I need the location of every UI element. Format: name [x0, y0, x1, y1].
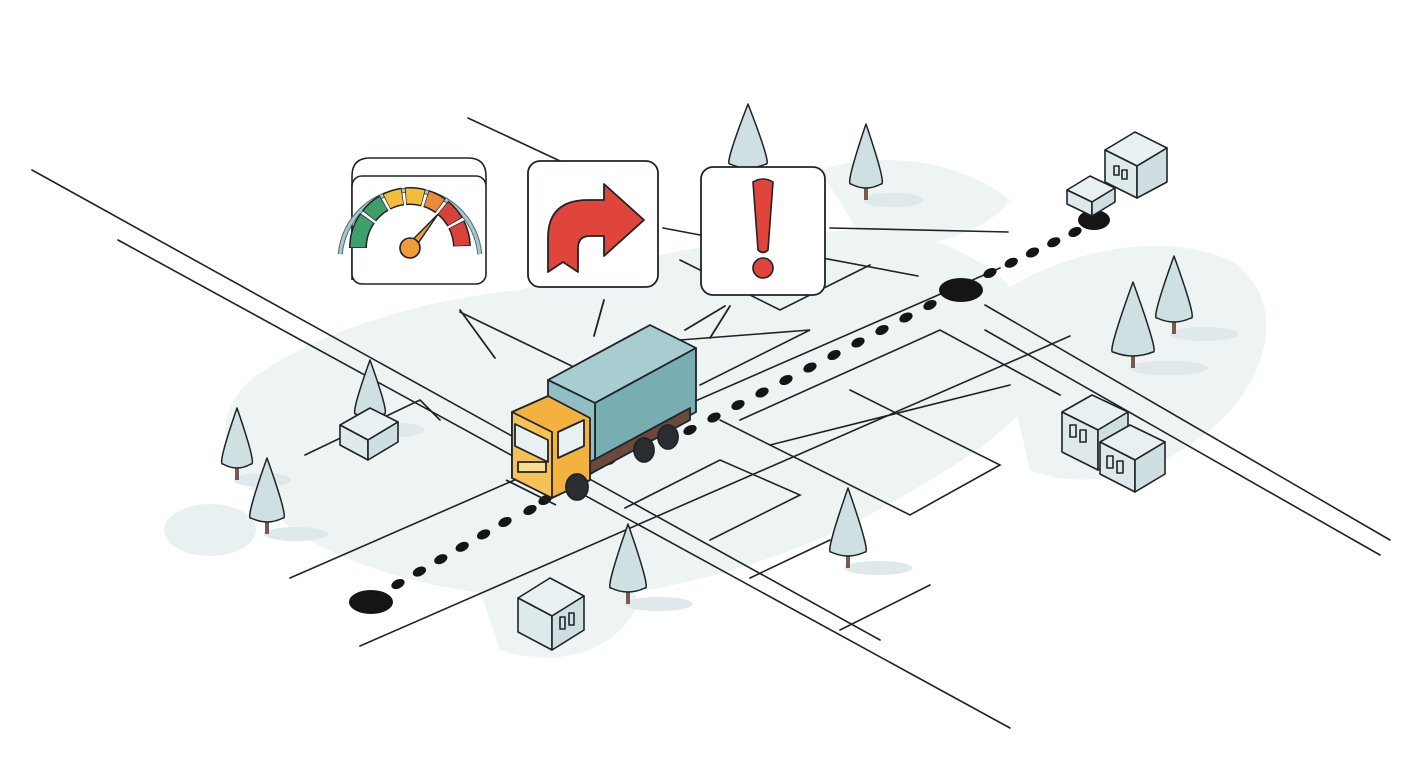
- block-outline-b: [679, 329, 811, 386]
- tree: [1111, 281, 1208, 375]
- route-dot: [755, 387, 769, 398]
- route-dot: [391, 578, 405, 590]
- truck-wheel-rear-1: [633, 437, 655, 463]
- side-road-3: [829, 227, 1009, 233]
- block-outline-e: [719, 389, 1002, 516]
- speed-pointer-line: [459, 311, 581, 371]
- right-road-edge-lower: [984, 329, 1381, 556]
- route-dot: [779, 374, 793, 386]
- delivery-truck-icon: [505, 324, 697, 506]
- block-outline-c: [739, 329, 1061, 421]
- gauge-hub: [399, 237, 421, 259]
- route-dot: [803, 362, 817, 373]
- route-dot: [707, 412, 721, 423]
- building-left: [339, 407, 399, 461]
- tree: [1155, 255, 1239, 341]
- buildings: [339, 131, 1168, 651]
- block-outline-h: [839, 584, 931, 631]
- block-outline-d: [769, 384, 1011, 446]
- route-dot: [412, 566, 427, 577]
- route-dot: [827, 349, 841, 361]
- truck-windshield: [514, 423, 549, 463]
- route-dot: [983, 267, 997, 279]
- route-dot: [1004, 257, 1018, 268]
- right-road-edge-upper: [984, 304, 1391, 541]
- alert-callout-line-2: [684, 305, 726, 331]
- route-dot: [923, 299, 937, 311]
- main-road-edge-upper: [31, 169, 881, 641]
- alert-callout-line-1: [709, 305, 731, 339]
- route-dot: [434, 554, 448, 565]
- speedometer-icon: [337, 187, 483, 259]
- ground-area-right: [990, 245, 1267, 480]
- truck-wheel-rear-2: [657, 424, 679, 450]
- alert-panel: [700, 166, 826, 296]
- route-dot: [523, 504, 537, 516]
- building-bottom: [517, 577, 585, 651]
- building-right-cluster: [1061, 394, 1166, 493]
- building-top-right-large: [1104, 131, 1168, 199]
- route-dot: [455, 541, 469, 552]
- ground-patch-left: [164, 504, 256, 556]
- block-outline-f: [624, 459, 802, 541]
- route-waypoint-marker: [939, 278, 983, 302]
- route-dot: [1047, 237, 1061, 248]
- block-outline-g: [749, 539, 831, 579]
- speed-callout-line: [459, 309, 496, 359]
- speedometer-panel: [337, 157, 487, 285]
- tree: [609, 523, 693, 611]
- building-top-right-small: [1066, 175, 1116, 217]
- route-dot: [498, 516, 512, 528]
- route-start-marker: [349, 590, 393, 614]
- route-dot: [683, 424, 697, 436]
- truck-bumper: [505, 479, 557, 506]
- route-dot: [731, 399, 745, 411]
- trees: [220, 103, 1239, 611]
- turn-right-arrow-icon: [547, 183, 645, 273]
- tree: [248, 457, 329, 541]
- turn-right-panel: [527, 160, 659, 288]
- tree: [220, 407, 292, 487]
- route-dot: [476, 529, 491, 540]
- route-dot: [875, 324, 889, 336]
- route-dot: [851, 337, 865, 348]
- truck-wheel-front: [565, 473, 589, 501]
- turn-callout-line: [593, 299, 605, 337]
- truck-side-window: [557, 419, 585, 459]
- truck-grille: [517, 461, 547, 473]
- route-road-edge-lower: [359, 335, 1071, 647]
- tree: [829, 487, 913, 575]
- side-road-1: [467, 117, 576, 169]
- route-dot: [1025, 247, 1040, 258]
- route-dot: [1068, 226, 1082, 238]
- tree: [848, 123, 924, 207]
- exclamation-alert-icon: [752, 178, 774, 279]
- route-end-marker: [1078, 210, 1110, 230]
- route-dot: [899, 312, 913, 323]
